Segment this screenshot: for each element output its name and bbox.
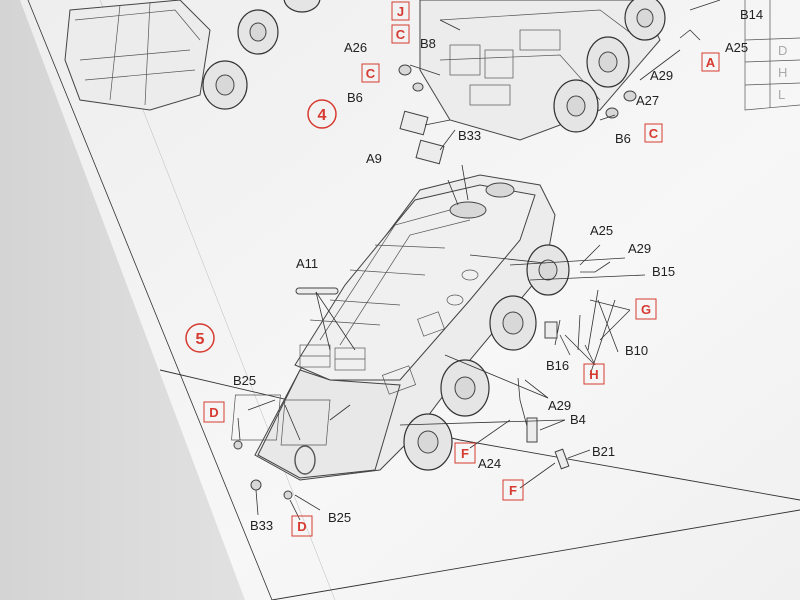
paint-code-box: C [649, 126, 659, 141]
part-label: A9 [366, 151, 382, 166]
part-label: A29 [650, 68, 673, 83]
part-label: B33 [458, 128, 481, 143]
step-marker-4: 4 [307, 99, 337, 129]
part-label: B15 [652, 264, 675, 279]
part-label: A24 [478, 456, 501, 471]
paint-code-box: H [589, 367, 598, 382]
side-chart-letter: D [778, 43, 787, 58]
paint-code-box: A [706, 55, 716, 70]
step-number: 5 [196, 331, 205, 348]
part-label: A29 [548, 398, 571, 413]
paint-code-box: D [297, 519, 306, 534]
step-4-part-labels: B14 A25 A29 A27 B6 B6 A26 B8 B33 A9 [344, 7, 763, 166]
side-chart: D H L [744, 0, 800, 111]
page-border [27, 0, 273, 600]
paint-code-box: C [396, 27, 406, 42]
part-label: A25 [590, 223, 613, 238]
step-5-paint-boxes: G H F F D D [203, 298, 657, 537]
part-label: B21 [592, 444, 615, 459]
part-label: B4 [570, 412, 586, 427]
paint-code-box: F [509, 483, 517, 498]
part-label: B14 [740, 7, 763, 22]
part-label: A26 [344, 40, 367, 55]
part-label: A29 [628, 241, 651, 256]
part-label: B33 [250, 518, 273, 533]
part-label: B16 [546, 358, 569, 373]
step-marker-5: 5 [185, 323, 215, 353]
panel-divider [159, 369, 800, 501]
side-chart-letter: H [778, 65, 787, 80]
paint-code-box: D [209, 405, 218, 420]
part-label: A25 [725, 40, 748, 55]
part-label: B25 [328, 510, 351, 525]
paint-code-box: G [641, 302, 651, 317]
part-label: A27 [636, 93, 659, 108]
vehicle-illustration-top-left [64, 0, 321, 111]
part-label: B6 [347, 90, 363, 105]
part-label: B8 [420, 36, 436, 51]
paint-code-box: J [397, 4, 404, 19]
paint-code-box: F [461, 446, 469, 461]
part-label: B25 [233, 373, 256, 388]
vehicle-illustration-step-5 [231, 164, 646, 521]
part-label: B10 [625, 343, 648, 358]
step-4-paint-boxes: J C C A C [361, 1, 720, 143]
step-5-part-labels: A11 A25 A29 B15 B10 B16 A29 B4 A24 B21 B… [233, 223, 675, 533]
part-label: B6 [615, 131, 631, 146]
paint-code-box: C [366, 66, 376, 81]
step-number: 4 [318, 107, 327, 124]
vehicle-illustration-step-4 [398, 0, 721, 165]
part-label: A11 [296, 256, 318, 271]
side-chart-letter: L [778, 87, 785, 102]
